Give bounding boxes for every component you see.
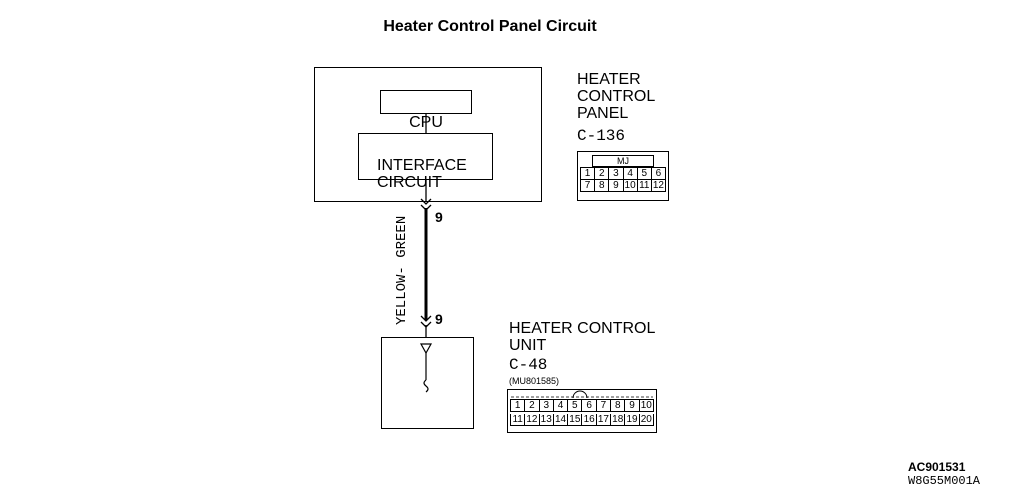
pin-cell: 1 [511,400,526,411]
pin-cell: 3 [609,168,624,179]
pin-cell: 10 [640,400,652,411]
bottom-pin-number: 9 [435,311,443,327]
unit-connector-key [572,390,588,399]
diagram-title: Heater Control Panel Circuit [383,18,597,35]
unit-connector-name: HEATER CONTROL UNIT [509,320,656,354]
triangle-symbol [419,343,433,355]
pin-cell: 19 [625,414,640,425]
pin-cell: 18 [611,414,626,425]
pin-cell: 5 [568,400,583,411]
pin-cell: 6 [582,400,597,411]
top-pin-number: 9 [435,209,443,225]
panel-connector-key-label: MJ [617,156,629,166]
top-terminal-chevron [420,198,432,205]
pin-cell: 2 [595,168,610,179]
pin-cell: 3 [540,400,554,411]
pin-cell: 17 [597,414,612,425]
unit-connector-row-1: 1 2 3 4 5 6 7 8 9 10 [510,399,654,412]
pin-cell: 9 [625,400,640,411]
pin-cell: 13 [540,414,554,425]
pin-cell: 12 [525,414,540,425]
panel-connector-name: HEATER CONTROL PANEL [577,71,656,122]
pin-cell: 8 [595,180,610,191]
pin-cell: 9 [609,180,624,191]
pin-cell: 11 [638,180,652,191]
panel-connector-row-2: 7 8 9 10 11 12 [580,180,666,192]
panel-connector-code: C-136 [577,127,626,145]
panel-connector-row-1: 1 2 3 4 5 6 [580,167,666,180]
pin-cell: 7 [581,180,596,191]
pin-cell: 20 [640,414,652,425]
unit-connector-row-2: 11 12 13 14 15 16 17 18 19 20 [510,414,654,426]
panel-connector-key: MJ [592,155,654,167]
interface-circuit-block: INTERFACE CIRCUIT [358,133,493,191]
pin-cell: 5 [638,168,652,179]
pin-cell: 8 [611,400,626,411]
cpu-block: CPU [380,90,472,131]
pin-cell: 12 [652,180,664,191]
footer-refs: AC901531 W8G55M001A [908,460,980,488]
pin-cell: 10 [624,180,638,191]
reference-code-1: AC901531 [908,460,966,474]
pin-cell: 4 [624,168,638,179]
unit-connector-code: C-48 [509,356,548,374]
pin-cell: 7 [597,400,612,411]
bottom-terminal-chevron [420,315,432,322]
pin-cell: 14 [554,414,569,425]
pin-cell: 6 [655,168,662,179]
unit-connector-pins: 1 2 3 4 5 6 7 8 9 10 11 12 13 14 15 16 1… [510,399,654,426]
pin-cell: 2 [525,400,540,411]
heater-control-unit-box [381,337,474,429]
pin-cell: 4 [554,400,569,411]
pin-cell: 15 [568,414,583,425]
reference-code-2: W8G55M001A [908,474,981,488]
pin-cell: 11 [511,414,526,425]
panel-connector-pins: 1 2 3 4 5 6 7 8 9 10 11 12 [580,167,666,192]
pin-cell: 16 [582,414,597,425]
pin-cell: 1 [581,168,596,179]
unit-connector-part-number: (MU801585) [509,376,560,386]
ground-squiggle [423,379,429,393]
